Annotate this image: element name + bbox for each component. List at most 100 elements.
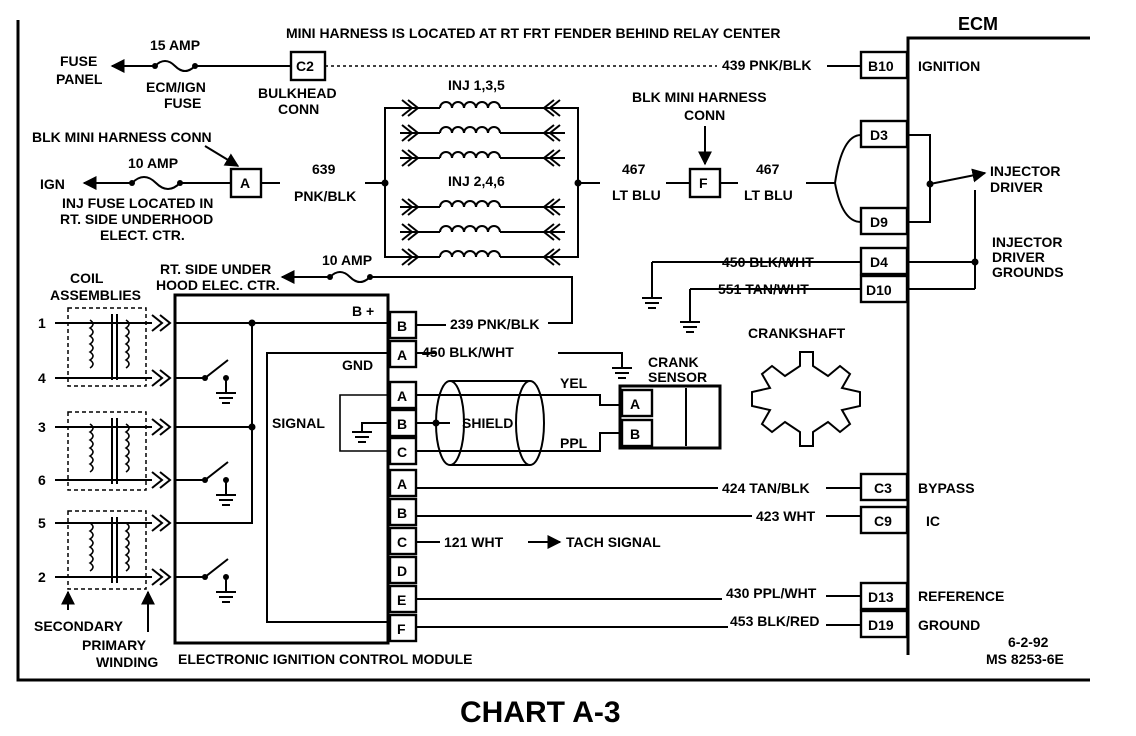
shield-label: SHIELD <box>462 415 513 431</box>
ecm-ground-label: GROUND <box>918 617 980 633</box>
svg-text:F: F <box>397 621 406 637</box>
inj-group2-label: INJ 2,4,6 <box>448 173 505 189</box>
bulkhead-connector <box>289 50 327 82</box>
bulkhead-label-2: CONN <box>278 101 319 117</box>
svg-text:F: F <box>699 175 708 191</box>
injector-driver-grounds-1: INJECTOR <box>992 234 1063 250</box>
bulkhead-pin: C2 <box>296 58 314 74</box>
blk-mini-conn-a <box>229 167 263 199</box>
diagram-code: MS 8253-6E <box>986 651 1064 667</box>
ecm-boundary <box>906 36 1090 655</box>
wire-467-left-2: LT BLU <box>612 187 661 203</box>
wire-639-label-2: PNK/BLK <box>294 188 356 204</box>
wire-ppl-label: PPL <box>560 435 588 451</box>
wire-121-label: 121 WHT <box>444 534 504 550</box>
wire-467-left-1: 467 <box>622 161 646 177</box>
svg-text:D9: D9 <box>870 214 888 230</box>
svg-text:A: A <box>397 347 407 363</box>
svg-text:C3: C3 <box>874 480 892 496</box>
wire-239-label: 239 PNK/BLK <box>450 316 539 332</box>
svg-text:D3: D3 <box>870 127 888 143</box>
coil-pack-1-4 <box>67 307 147 387</box>
crank-sensor-label-1: CRANK <box>648 354 699 370</box>
svg-text:E: E <box>397 592 406 608</box>
wire-450-mod-label: 450 BLK/WHT <box>422 344 514 360</box>
diagram-frame <box>16 20 1090 682</box>
svg-text:D10: D10 <box>866 282 892 298</box>
blk-mini-f-label-1: BLK MINI HARNESS <box>632 89 767 105</box>
wire-453-label: 453 BLK/RED <box>730 613 819 629</box>
injector-bus-left <box>384 107 400 258</box>
crankshaft-reluctor <box>751 351 861 447</box>
ecm-ign-fuse-amp: 15 AMP <box>150 37 200 53</box>
injector-driver-grounds-2: DRIVER <box>992 249 1045 265</box>
svg-text:D: D <box>397 563 407 579</box>
ecm-pin-d3 <box>859 119 909 149</box>
ecm-ign-fuse-symbol <box>154 60 196 72</box>
injector-driver-label-2: DRIVER <box>990 179 1043 195</box>
fuse-panel-label-2: PANEL <box>56 71 103 87</box>
inj-fuse-location-2: RT. SIDE UNDERHOOD <box>60 211 213 227</box>
svg-text:C9: C9 <box>874 513 892 529</box>
inj-fuse-symbol <box>131 176 181 190</box>
ecm-ign-fuse-name-2: FUSE <box>164 95 201 111</box>
injector-driver-label-1: INJECTOR <box>990 163 1061 179</box>
signal-label: SIGNAL <box>272 415 325 431</box>
gnd-label: GND <box>342 357 373 373</box>
svg-text:A: A <box>240 175 250 191</box>
blk-mini-conn-label: BLK MINI HARNESS CONN <box>32 129 212 145</box>
crankshaft-label: CRANKSHAFT <box>748 325 846 341</box>
svg-text:B: B <box>397 318 407 334</box>
chart-title: CHART A-3 <box>460 696 621 729</box>
svg-text:D19: D19 <box>868 617 894 633</box>
crank-sensor-pin-a: A <box>630 396 640 412</box>
primary-winding-label-2: WINDING <box>96 654 158 670</box>
wire-yel-label: YEL <box>560 375 588 391</box>
wire-639-label-1: 639 <box>312 161 336 177</box>
coil-number-2: 2 <box>38 569 46 585</box>
svg-text:C: C <box>397 444 407 460</box>
svg-text:A: A <box>397 388 407 404</box>
ecm-bypass-label: BYPASS <box>918 480 975 496</box>
coil-number-5: 5 <box>38 515 46 531</box>
ecm-pin-c9 <box>859 505 909 535</box>
coil-number-6: 6 <box>38 472 46 488</box>
secondary-label: SECONDARY <box>34 618 124 634</box>
wire-423-label: 423 WHT <box>756 508 816 524</box>
bulkhead-label-1: BULKHEAD <box>258 85 337 101</box>
wire-467-right-1: 467 <box>756 161 780 177</box>
coil-pack-5-2 <box>67 510 147 590</box>
coil-number-3: 3 <box>38 419 46 435</box>
crank-sensor-label-2: SENSOR <box>648 369 707 385</box>
wire-467-right-2: LT BLU <box>744 187 793 203</box>
ecm-title: ECM <box>958 14 998 34</box>
module-connector-signal: A B C <box>388 380 418 466</box>
ecm-pin-d19 <box>859 609 909 639</box>
ign-label: IGN <box>40 176 65 192</box>
ecm-pin-d10 <box>859 274 909 304</box>
ecm-pin-d13 <box>859 581 909 611</box>
svg-text:B10: B10 <box>868 58 894 74</box>
wire-439-label: 439 PNK/BLK <box>722 57 811 73</box>
module-connector-bottom: A B C D E F <box>388 468 418 643</box>
primary-winding-label-1: PRIMARY <box>82 637 147 653</box>
wire-430-label: 430 PPL/WHT <box>726 585 817 601</box>
shield-right-end <box>515 380 545 466</box>
coil-number-4: 4 <box>38 370 46 386</box>
ecm-pin-c3 <box>859 472 909 502</box>
wire-551-label: 551 TAN/WHT <box>718 281 809 297</box>
ecm-reference-label: REFERENCE <box>918 588 1004 604</box>
wire-424-label: 424 TAN/BLK <box>722 480 810 496</box>
underhood-fuse-location-1: RT. SIDE UNDER <box>160 261 271 277</box>
module-connector-top: B A <box>388 310 418 369</box>
diagram-date: 6-2-92 <box>1008 634 1049 650</box>
wire-450-ecm-label: 450 BLK/WHT <box>722 254 814 270</box>
crank-sensor <box>618 384 722 450</box>
blk-mini-f-label-2: CONN <box>684 107 725 123</box>
b-plus-label: B + <box>352 303 374 319</box>
underhood-fuse-location-2: HOOD ELEC. CTR. <box>156 277 280 293</box>
svg-text:C: C <box>397 534 407 550</box>
coil-assemblies-label-2: ASSEMBLIES <box>50 287 141 303</box>
ecm-ic-label: IC <box>926 513 940 529</box>
